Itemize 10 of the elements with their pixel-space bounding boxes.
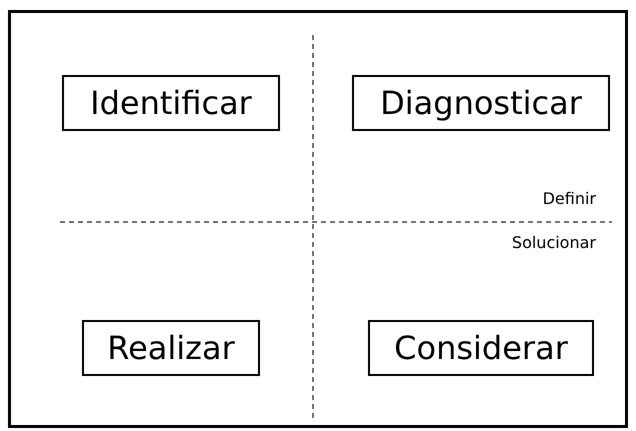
term-text: Identificar [90, 84, 252, 122]
term-box [62, 75, 280, 131]
term-text: Realizar [107, 329, 235, 367]
term-box [352, 75, 610, 131]
term-text: Considerar [394, 329, 568, 367]
term-box [82, 320, 260, 376]
term-text: Diagnosticar [380, 84, 582, 122]
section-label: Solucionar [512, 233, 596, 252]
section-label: Definir [542, 189, 596, 208]
term-box [368, 320, 594, 376]
